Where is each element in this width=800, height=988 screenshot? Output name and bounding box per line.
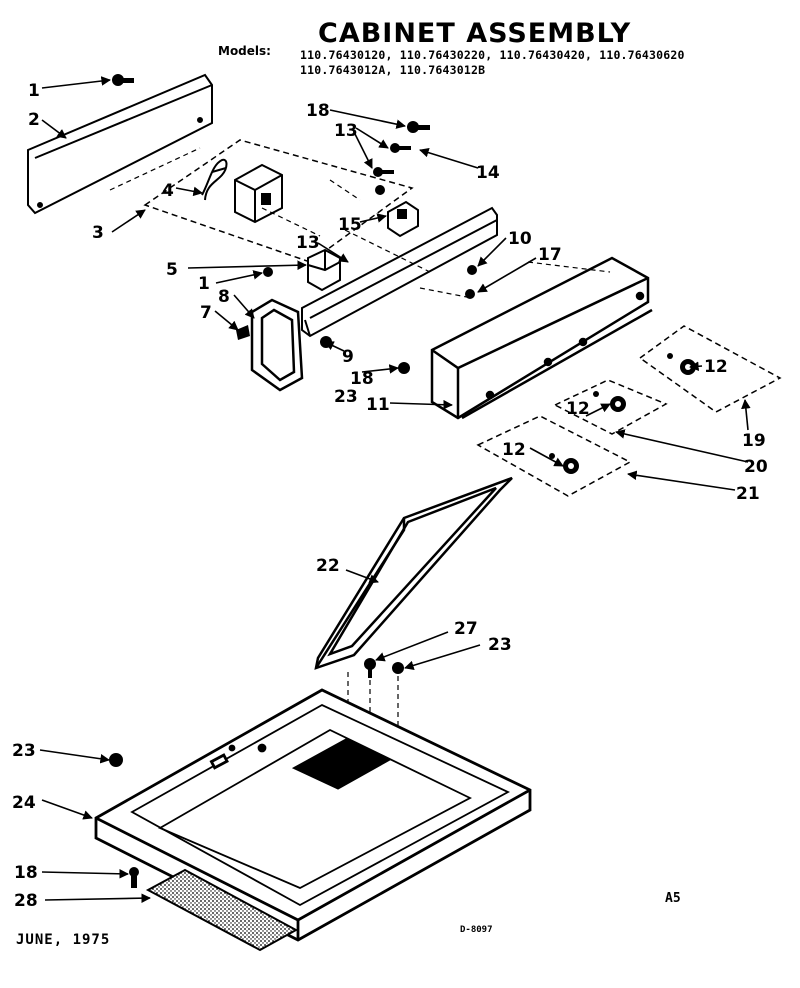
- guide-lines: [109, 147, 611, 760]
- part-back-panel: [27, 73, 213, 215]
- callout: 8: [218, 287, 230, 307]
- callout: 23: [488, 635, 512, 655]
- models-list-line-1: 110.76430120, 110.76430220, 110.76430420…: [300, 48, 685, 62]
- part-wire-harness: [201, 158, 228, 201]
- callout: 23: [334, 387, 358, 407]
- callout: 13: [296, 233, 320, 253]
- part-nut-23a: [398, 362, 410, 374]
- models-list-line-2: 110.7643012A, 110.7643012B: [300, 63, 486, 77]
- callout: 12: [502, 440, 526, 460]
- callout: 18: [14, 863, 38, 883]
- callout: 10: [508, 229, 532, 249]
- part-screw-1: [112, 74, 134, 86]
- part-clip-7: [236, 325, 250, 340]
- part-nut-23b: [392, 662, 404, 674]
- callout: 23: [12, 741, 36, 761]
- callout: 1: [198, 274, 210, 294]
- callout: 17: [538, 245, 562, 265]
- part-nut-23c: [109, 753, 123, 767]
- callout: 15: [338, 215, 362, 235]
- callout: 9: [342, 347, 354, 367]
- callout: 2: [28, 110, 40, 130]
- part-screws-top: [373, 121, 430, 195]
- part-screw-10: [467, 265, 477, 275]
- part-knob-regions: [476, 325, 782, 497]
- callout: 7: [200, 303, 212, 323]
- part-screw-17: [465, 289, 475, 299]
- callout: 21: [736, 484, 760, 504]
- part-screw-1b: [263, 267, 273, 277]
- callout: 12: [704, 357, 728, 377]
- callout: 3: [92, 223, 104, 243]
- part-rail-bracket: [301, 206, 498, 338]
- callout-labels: 1 2 3 4 18 13 14 15 13 10 17 5 1 8 7 9 1…: [12, 81, 768, 911]
- part-screw-18c: [129, 867, 139, 888]
- part-bracket: [387, 200, 419, 238]
- callout: 5: [166, 260, 178, 280]
- callout: 18: [306, 101, 330, 121]
- callout: 20: [744, 457, 768, 477]
- part-lid: [314, 476, 513, 670]
- callout: 27: [454, 619, 478, 639]
- part-top-cabinet: [94, 688, 532, 942]
- part-screw-27: [364, 658, 376, 678]
- callout: 19: [742, 431, 766, 451]
- part-pad: [145, 868, 299, 952]
- callout: 13: [334, 121, 358, 141]
- callout: 11: [366, 395, 390, 415]
- callout: 24: [12, 793, 36, 813]
- leader-arrows: [39, 76, 751, 903]
- page-title: CABINET ASSEMBLY: [318, 18, 632, 49]
- callout: 12: [566, 399, 590, 419]
- part-control-console: [430, 256, 653, 420]
- drawing-number: D-8097: [460, 925, 493, 935]
- issue-date: JUNE, 1975: [16, 932, 111, 948]
- callout: 28: [14, 891, 38, 911]
- part-switch: [307, 248, 341, 292]
- callout: 18: [350, 369, 374, 389]
- models-label: Models:: [218, 44, 271, 58]
- callout: 4: [162, 181, 174, 201]
- callout: 1: [28, 81, 40, 101]
- part-bezel: [250, 298, 304, 392]
- part-timer: [234, 163, 283, 224]
- callout: 14: [476, 163, 500, 183]
- page-reference: A5: [665, 891, 681, 906]
- part-timer-region: [143, 139, 414, 263]
- callout: 22: [316, 556, 340, 576]
